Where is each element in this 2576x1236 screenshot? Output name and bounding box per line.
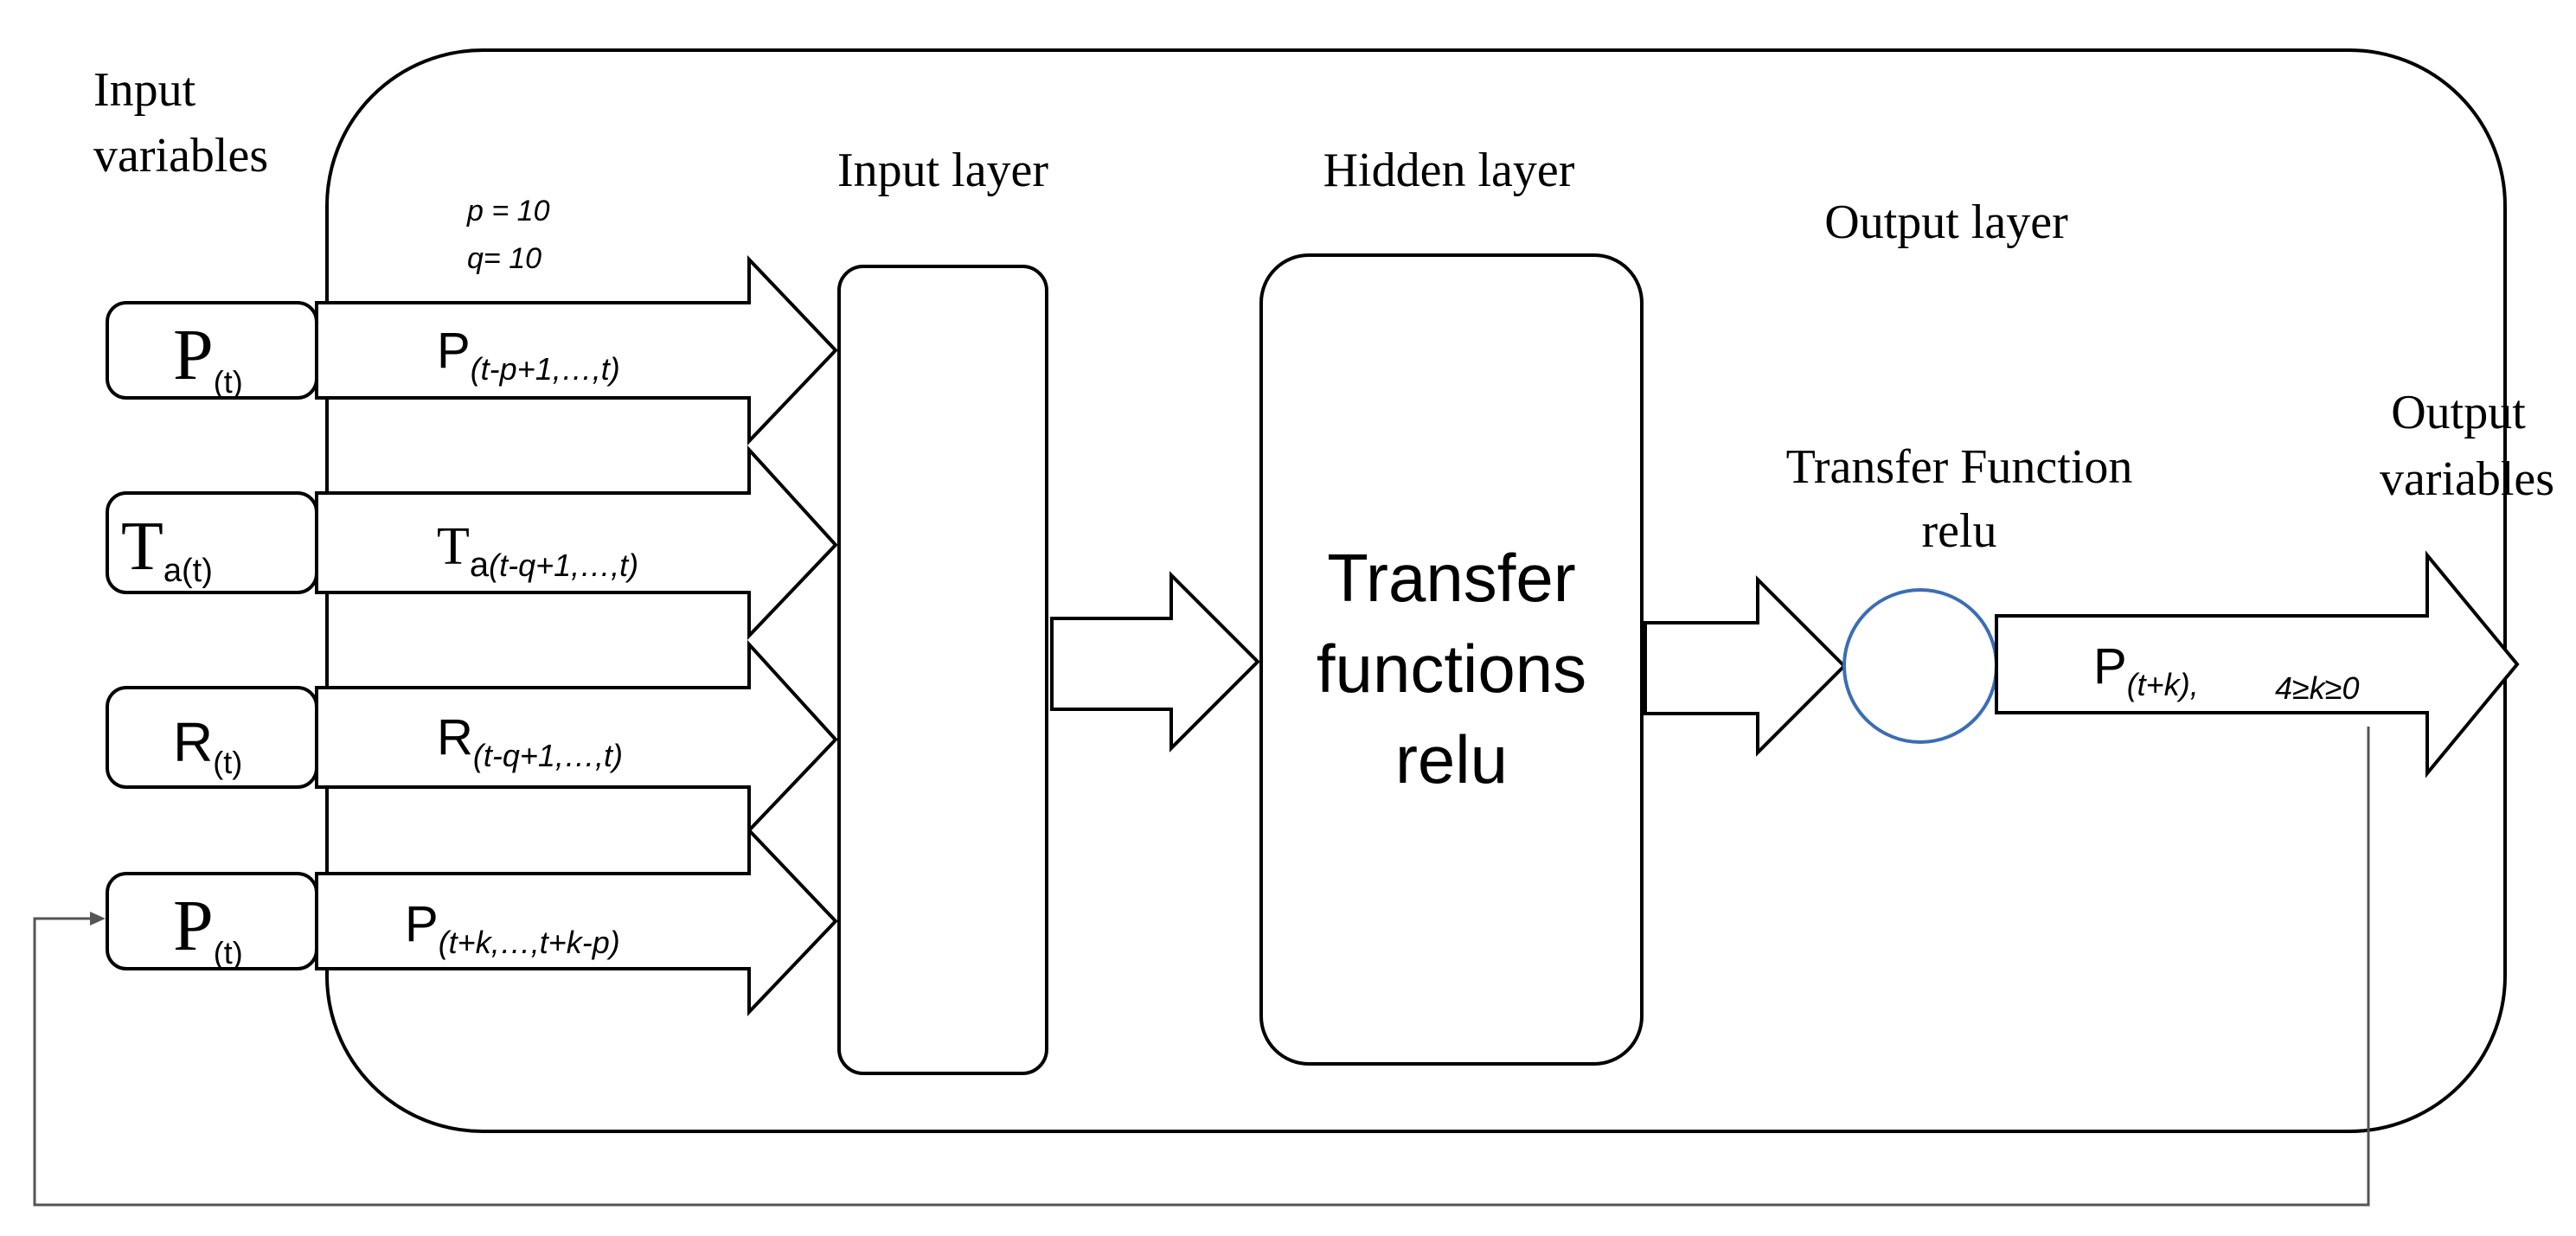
output-arrow-label: P(t+k), <box>2093 638 2199 702</box>
output-variables-label-line2: variables <box>2380 452 2554 506</box>
arrow-input-to-hidden <box>1050 571 1260 752</box>
arrow-hidden-to-output <box>1644 575 1847 757</box>
input-variables-label-line1: Input <box>93 63 196 117</box>
input-var-box-3 <box>106 686 318 789</box>
hidden-layer-box <box>1259 253 1644 1066</box>
output-layer-label: Output layer <box>1824 195 2068 249</box>
hidden-box-text-line2: functions <box>1317 631 1586 707</box>
param-p: p = 10 <box>466 195 550 227</box>
input-layer-label: Input layer <box>837 144 1048 197</box>
output-variables-label-line1: Output <box>2391 386 2526 439</box>
input-layer-box <box>837 265 1048 1075</box>
input-arrow-2-label: Ta(t-q+1,…,t) <box>437 517 638 584</box>
feedback-line <box>33 727 2370 1207</box>
transfer-function-label: Transfer Function <box>1786 440 2133 494</box>
feedback-arrowhead <box>90 912 106 925</box>
hidden-box-text-line3: relu <box>1395 721 1508 797</box>
input-var-box-4 <box>106 872 318 970</box>
input-variables-label-line2: variables <box>93 129 268 183</box>
hidden-layer-label: Hidden layer <box>1323 144 1575 197</box>
input-var-box-1 <box>106 301 318 400</box>
input-var-2-label: Ta(t) <box>121 509 213 589</box>
param-q: q= 10 <box>467 242 541 275</box>
input-arrow-3 <box>315 639 838 835</box>
output-k-range: 4≥k≥0 <box>2275 670 2360 706</box>
transfer-function-relu-label: relu <box>1921 504 1996 558</box>
input-arrow-4-label: P(t+k,…,t+k-p) <box>405 896 620 960</box>
input-arrow-1 <box>315 255 838 445</box>
input-arrow-1-label: P(t-p+1,…,t) <box>437 323 620 387</box>
input-arrow-2 <box>315 445 838 640</box>
input-var-1-label: P(t) <box>173 315 243 400</box>
hidden-box-text-line1: Transfer <box>1327 540 1576 616</box>
input-var-box-2 <box>106 491 318 594</box>
input-var-3-label: R(t) <box>173 711 242 780</box>
input-arrow-4 <box>315 826 838 1016</box>
output-arrow <box>1995 550 2520 778</box>
input-var-4-label: P(t) <box>173 886 243 970</box>
input-arrow-3-label: R(t-q+1,…,t) <box>437 709 623 773</box>
output-neuron <box>1842 588 1998 744</box>
